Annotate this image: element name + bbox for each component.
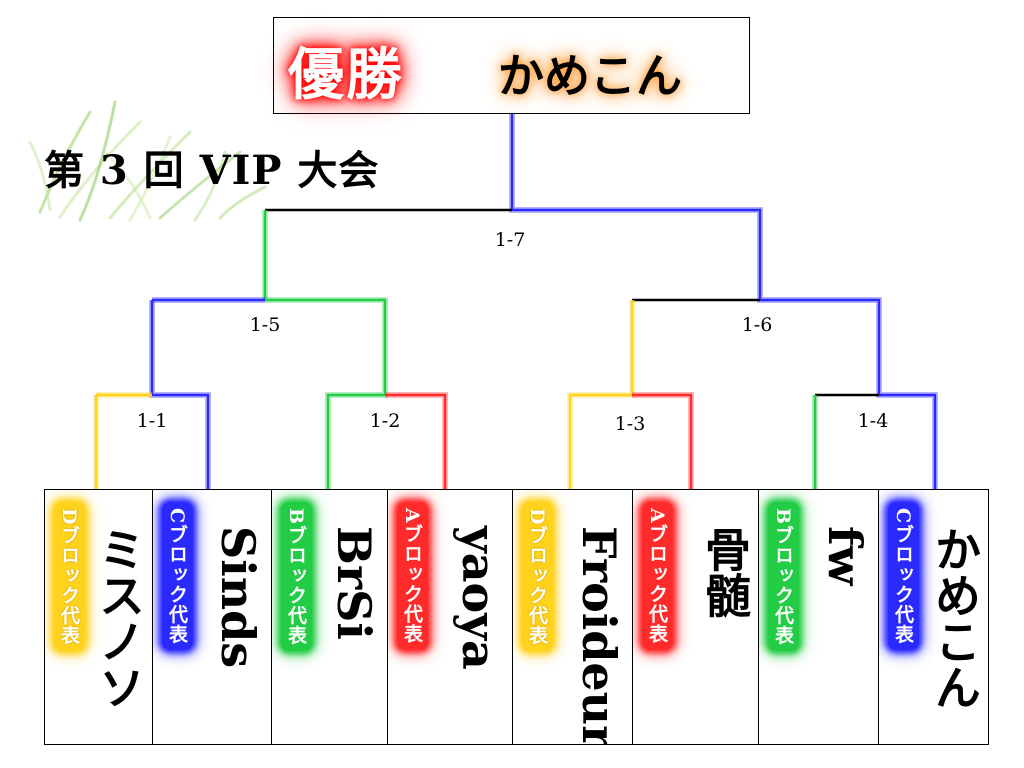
player-name: Froideur bbox=[572, 526, 626, 744]
player-name: yaoya bbox=[452, 526, 506, 670]
player-name: かめこん bbox=[928, 526, 982, 710]
quarter-3-right-path-glow bbox=[632, 392, 694, 489]
quarter-3-right-path bbox=[632, 393, 693, 489]
champion-box: 優勝 かめこん bbox=[273, 17, 750, 114]
block-rep-label: Cブロック代表 bbox=[888, 502, 919, 651]
winner-path-line-glow bbox=[509, 114, 938, 489]
champion-label: 優勝 bbox=[288, 42, 404, 108]
block-rep-label: Cブロック代表 bbox=[162, 502, 193, 651]
winner-path-line bbox=[510, 114, 937, 489]
block-rep-label: Bブロック代表 bbox=[281, 502, 312, 652]
block-rep-label: Dブロック代表 bbox=[522, 502, 553, 652]
player-cell-3: Bブロック代表 BrSi bbox=[272, 490, 388, 744]
block-rep-label: Aブロック代表 bbox=[397, 502, 428, 650]
player-name: fw bbox=[818, 526, 872, 586]
quarter-3-winner-path bbox=[568, 300, 634, 489]
champion-name: かめこん bbox=[498, 49, 682, 103]
player-name: 骨髄 bbox=[698, 526, 752, 618]
match-label-1-3: 1-3 bbox=[614, 413, 646, 435]
grass-decoration bbox=[28, 100, 267, 222]
player-row: Dブロック代表 ミスノソ Cブロック代表 Sinds Bブロック代表 BrSi … bbox=[44, 489, 989, 745]
match-label-1-7: 1-7 bbox=[494, 229, 526, 251]
player-cell-5: Dブロック代表 Froideur bbox=[513, 490, 633, 744]
match-label-1-2: 1-2 bbox=[369, 410, 401, 432]
player-name: BrSi bbox=[327, 526, 381, 640]
player-cell-2: Cブロック代表 Sinds bbox=[153, 490, 272, 744]
player-cell-6: Aブロック代表 骨髄 bbox=[633, 490, 759, 744]
match-label-1-5: 1-5 bbox=[249, 314, 281, 336]
player-name: Sinds bbox=[211, 526, 265, 669]
block-rep-label: Aブロック代表 bbox=[642, 502, 673, 650]
match-label-1-1: 1-1 bbox=[136, 410, 168, 432]
player-name: ミスノソ bbox=[92, 526, 146, 710]
player-cell-4: Aブロック代表 yaoya bbox=[388, 490, 513, 744]
player-cell-8: Cブロック代表 かめこん bbox=[879, 490, 988, 744]
event-title: 第 3 回 VIP 大会 bbox=[44, 147, 380, 194]
quarter-1-winner-path bbox=[150, 300, 210, 489]
player-cell-7: Bブロック代表 fw bbox=[759, 490, 879, 744]
match-label-1-6: 1-6 bbox=[741, 314, 773, 336]
quarter-2-right-path bbox=[385, 393, 447, 489]
block-rep-label: Dブロック代表 bbox=[54, 502, 85, 652]
block-rep-label: Bブロック代表 bbox=[768, 502, 799, 652]
player-cell-1: Dブロック代表 ミスノソ bbox=[45, 490, 153, 744]
match-label-1-4: 1-4 bbox=[857, 410, 889, 432]
